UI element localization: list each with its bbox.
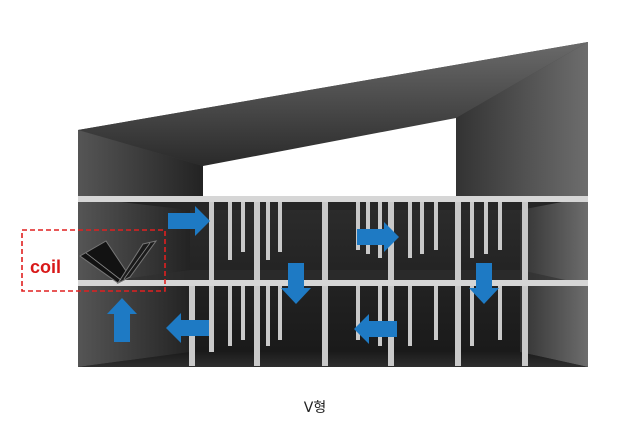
arrow-down-icon [281, 263, 311, 304]
arrow-left-icon [166, 313, 209, 343]
roof-structure [78, 42, 588, 197]
arrow-right-icon [357, 222, 399, 252]
v-coil-icon [79, 240, 158, 285]
coil-label: coil [30, 257, 62, 277]
airflow-arrows [107, 206, 499, 344]
arrow-down-icon [469, 263, 499, 304]
diagram-caption: V형 [303, 400, 327, 416]
arrow-left-icon [354, 314, 397, 344]
floor-slabs [78, 196, 588, 286]
coil-highlight-box [21, 229, 166, 292]
arrow-right-icon [168, 206, 210, 236]
arrow-up-icon [107, 298, 137, 342]
